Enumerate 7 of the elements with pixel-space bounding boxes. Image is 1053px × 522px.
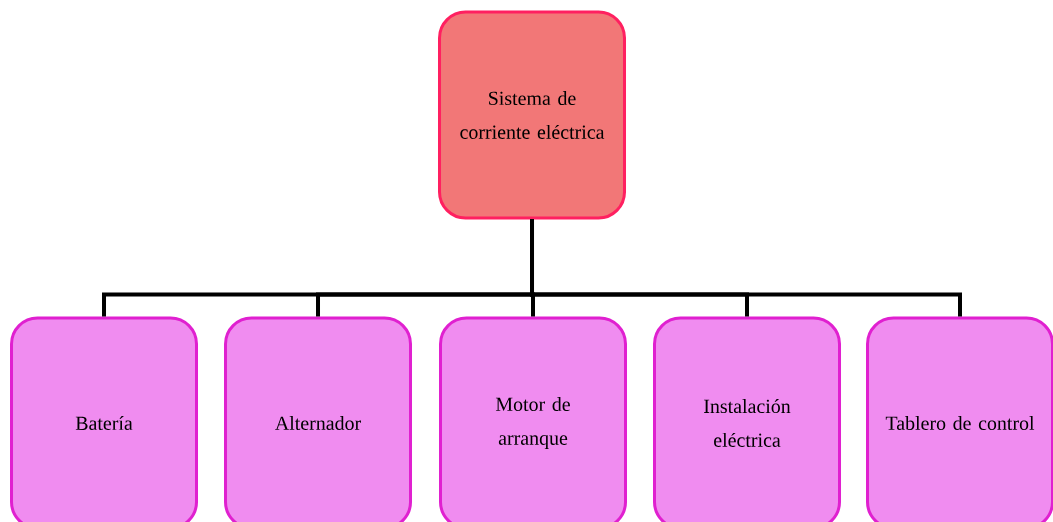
process-box: Sistema de corriente eléctrica <box>438 10 626 220</box>
process-box: Alternador <box>224 316 412 522</box>
connector-line <box>530 219 962 317</box>
process-box: Tablero de control <box>866 316 1053 522</box>
process-box: Batería <box>10 316 198 522</box>
process-box: Instalación eléctrica <box>653 316 841 522</box>
process-box: Motor de arranque <box>439 316 627 522</box>
